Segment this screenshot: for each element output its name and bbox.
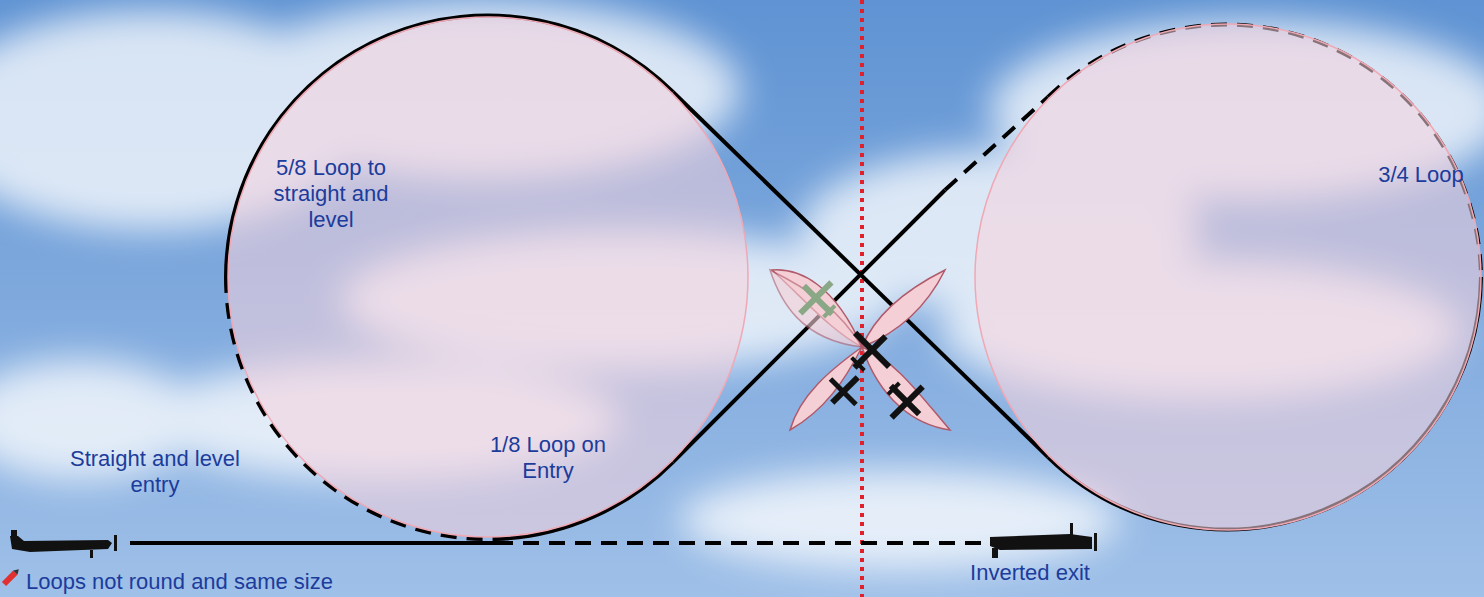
loop-fill [226, 15, 750, 539]
aircraft-silhouettes [788, 270, 934, 429]
exit-line [497, 541, 985, 545]
roll-petals [770, 270, 950, 430]
entry-line [130, 541, 497, 545]
note-text: Loops not round and same size [26, 569, 446, 595]
loop-fill [973, 22, 1483, 532]
loop-circle: 3/4 Loop [973, 22, 1483, 532]
figure-label: Straight and level entry [50, 446, 260, 498]
entry-aircraft [10, 530, 117, 558]
loop-label: 3/4 Loop [1375, 162, 1467, 188]
figure-label: Inverted exit [955, 560, 1105, 586]
exit-aircraft [990, 523, 1097, 558]
figure-label: 1/8 Loop on Entry [478, 432, 618, 484]
pencil-icon [2, 567, 21, 586]
loop-circle: 5/8 Loop to straight and level [226, 15, 750, 539]
centre-line [860, 0, 864, 597]
loop-label: 5/8 Loop to straight and level [266, 155, 396, 233]
